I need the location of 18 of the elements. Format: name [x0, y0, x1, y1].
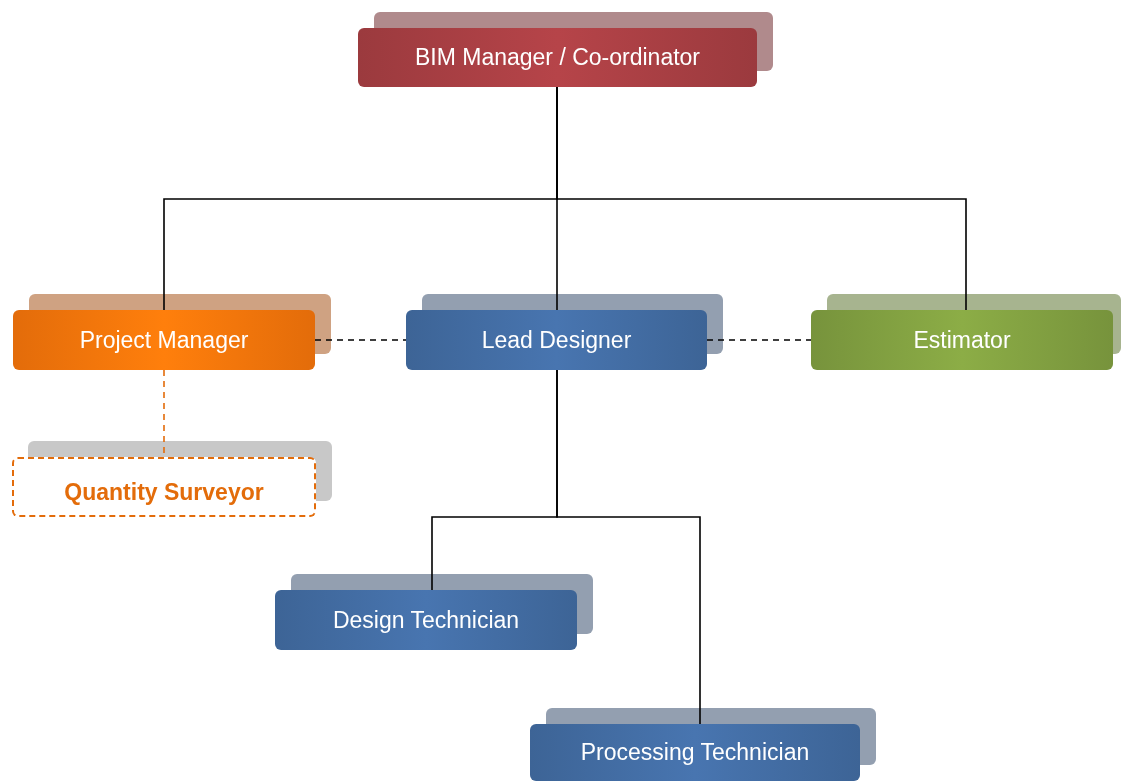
- role-title: Quantity Surveyor: [64, 477, 264, 506]
- role-title: Estimator: [913, 326, 1011, 354]
- role-box: [275, 590, 577, 650]
- role-title: Lead Designer: [481, 326, 632, 354]
- role-box: [530, 724, 860, 781]
- connector-line: [556, 369, 701, 725]
- role-box: [406, 310, 707, 370]
- role-title: Processing Technician: [580, 739, 810, 766]
- dashed-connector: [314, 339, 407, 341]
- role-box: [811, 310, 1113, 370]
- dashed-role-box: [12, 457, 316, 517]
- role-title: Design Technician: [332, 606, 520, 634]
- role-box: [13, 310, 315, 370]
- role-title: Project Manager: [79, 326, 249, 354]
- dashed-connector: [706, 339, 812, 341]
- role-box: [358, 28, 757, 87]
- connector-line: [556, 86, 967, 311]
- role-title: BIM Manager / Co-ordinator: [414, 44, 701, 71]
